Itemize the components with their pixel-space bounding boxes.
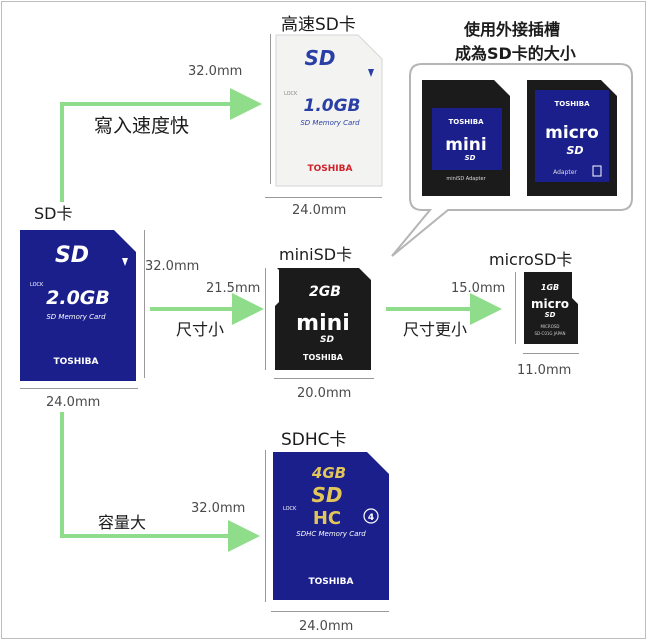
sdhc-card: 4GB SD HC 4 LOCK SDHC Memory Card TOSHIB…	[273, 452, 389, 600]
dim-line-sd-height	[144, 230, 145, 378]
dim-line-minisd-height	[265, 268, 266, 370]
label-sdhc: SDHC卡	[281, 430, 347, 450]
microsd-logo: micro	[531, 297, 569, 311]
dim-sdhc-width: 24.0mm	[299, 619, 354, 634]
dim-high-speed-sd-height: 32.0mm	[188, 64, 243, 79]
minisd-brand: TOSHIBA	[303, 353, 344, 362]
arrow-write-speed	[60, 88, 262, 202]
sd-card-line: SD Memory Card	[46, 313, 106, 321]
label-adapter-note-line1: 使用外接插槽	[464, 20, 561, 39]
minisd-capacity: 2GB	[309, 284, 341, 300]
microsd-adapter-caption: Adapter	[553, 169, 577, 176]
dim-high-speed-sd-width: 24.0mm	[292, 203, 347, 218]
microsd-adapter-logo: micro	[545, 123, 599, 143]
dim-sd-height: 32.0mm	[145, 259, 200, 274]
dim-sdhc-height: 32.0mm	[191, 501, 246, 516]
microsd-logo-sub: SD	[545, 311, 556, 319]
sdhc-lock: LOCK	[283, 506, 297, 512]
sd-card-capacity: 2.0GB	[46, 287, 110, 309]
minisd-card: 2GB mini SD TOSHIBA	[275, 268, 371, 370]
label-minisd: miniSD卡	[279, 245, 353, 264]
sd-card-lock: LOCK	[30, 282, 44, 288]
high-speed-sd-lock: LOCK	[284, 91, 298, 97]
dim-line-microsd-height	[515, 272, 516, 344]
dim-line-high-speed-sd-height	[270, 34, 271, 184]
microsd-line2: SD-C01G JAPAN	[534, 331, 565, 336]
sd-card-logo: SD	[55, 243, 89, 268]
label-microsd: microSD卡	[489, 250, 573, 269]
microsd-adapter-brand: TOSHIBA	[555, 100, 591, 108]
dim-line-sdhc-width	[271, 611, 389, 612]
sdhc-brand: TOSHIBA	[309, 577, 354, 587]
dim-line-sdhc-height	[265, 450, 266, 602]
high-speed-sd-line: SD Memory Card	[300, 119, 360, 127]
dim-line-sd-width	[20, 388, 138, 389]
caption-size-smaller: 尺寸小	[176, 320, 225, 339]
high-speed-sd-card: SD LOCK 1.0GB SD Memory Card TOSHIBA	[275, 34, 383, 187]
microsd-card: 1GB micro SD MICROSD SD-C01G JAPAN	[524, 272, 578, 344]
sd-card-brand: TOSHIBA	[54, 357, 99, 367]
microsd-adapter: TOSHIBA micro SD Adapter	[527, 80, 617, 196]
microsd-capacity: 1GB	[541, 283, 559, 292]
dim-minisd-width: 20.0mm	[297, 386, 352, 401]
dim-line-minisd-width	[274, 378, 374, 379]
minisd-adapter-caption: miniSD Adapter	[446, 176, 486, 182]
minisd-adapter-logo: mini	[445, 135, 486, 155]
arrow-capacity-larger	[60, 412, 260, 552]
sd-card: SD LOCK 2.0GB SD Memory Card TOSHIBA	[20, 230, 136, 381]
label-adapter-note-line2: 成為SD卡的大小	[455, 44, 576, 63]
dim-microsd-height: 15.0mm	[451, 281, 506, 296]
dim-sd-width: 24.0mm	[46, 395, 101, 410]
caption-size-even-smaller: 尺寸更小	[403, 320, 468, 339]
minisd-logo-sub: SD	[320, 335, 334, 345]
label-high-speed-sd: 高速SD卡	[281, 15, 356, 35]
caption-capacity-larger: 容量大	[98, 513, 147, 532]
dim-line-microsd-width	[523, 353, 579, 354]
minisd-logo: mini	[296, 311, 350, 336]
minisd-adapter-brand: TOSHIBA	[449, 118, 485, 126]
dim-minisd-height: 21.5mm	[206, 281, 261, 296]
sdhc-logo: SD	[311, 483, 342, 507]
sdhc-line: SDHC Memory Card	[296, 530, 366, 538]
sdhc-capacity: 4GB	[311, 464, 346, 482]
microsd-adapter-logo-sub: SD	[566, 144, 583, 157]
sdhc-logo-sub: HC	[313, 508, 341, 529]
label-sd: SD卡	[34, 204, 73, 223]
caption-write-speed: 寫入速度快	[94, 115, 190, 137]
high-speed-sd-brand: TOSHIBA	[308, 164, 353, 174]
high-speed-sd-logo: SD	[304, 46, 335, 70]
high-speed-sd-capacity: 1.0GB	[303, 96, 360, 116]
minisd-adapter-logo-sub: SD	[465, 154, 476, 162]
dim-microsd-width: 11.0mm	[517, 363, 572, 378]
minisd-adapter: TOSHIBA mini SD miniSD Adapter	[422, 80, 510, 196]
microsd-line1: MICROSD	[541, 324, 560, 329]
dim-line-high-speed-sd-width	[265, 197, 382, 198]
sdhc-class: 4	[368, 513, 374, 523]
